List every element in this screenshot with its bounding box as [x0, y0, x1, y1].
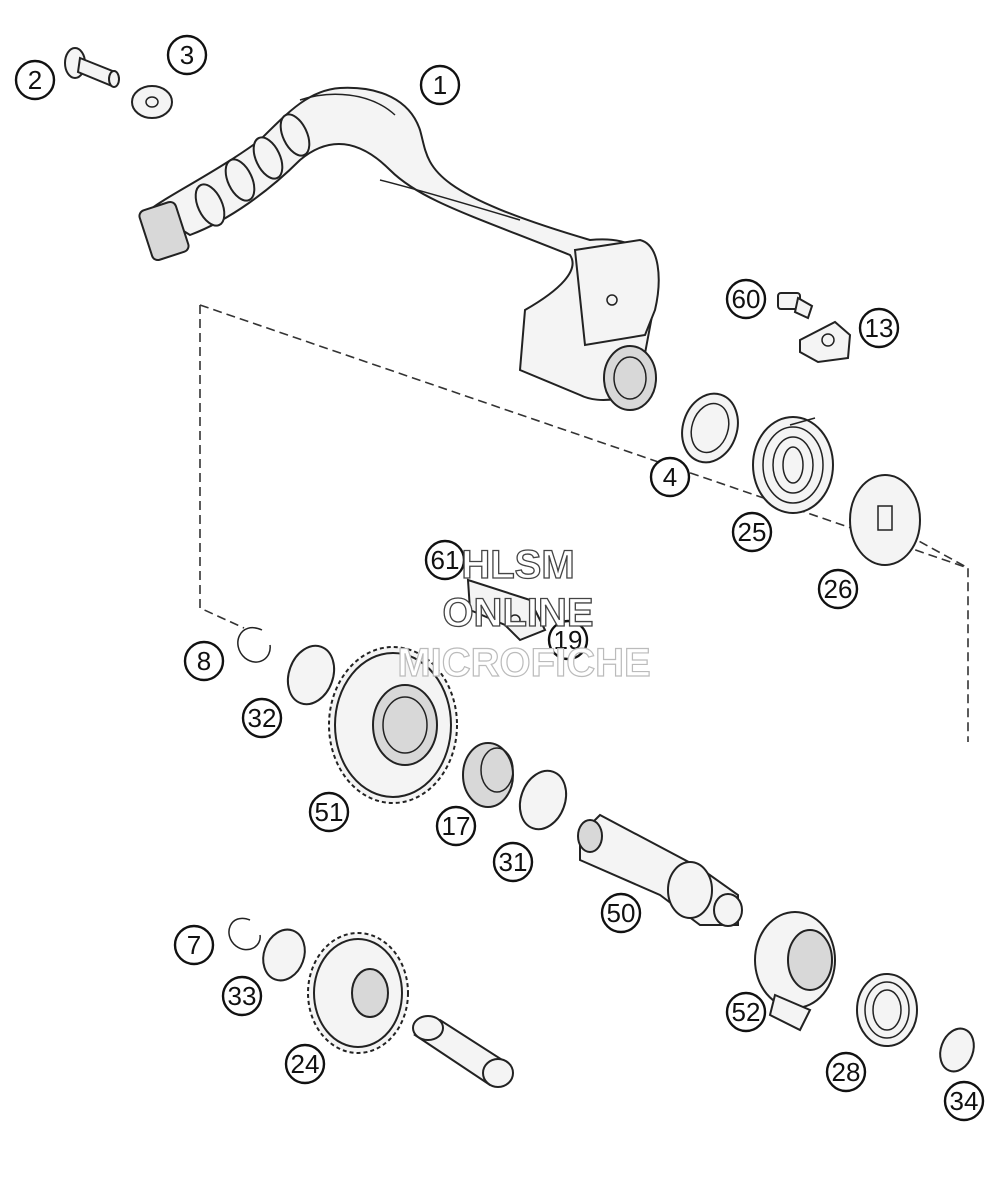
circlip-part-8 [237, 627, 271, 663]
svg-text:17: 17 [442, 811, 471, 841]
watermark-line-3: MICROFICHE [397, 641, 650, 685]
callout-33: 33 [221, 975, 263, 1017]
callout-8: 8 [183, 640, 225, 682]
part-number-callouts: 1 2 3 4 60 13 25 26 [14, 34, 985, 1122]
callout-28: 28 [825, 1051, 867, 1093]
svg-text:34: 34 [950, 1086, 979, 1116]
assembly-guide-lines [199, 304, 969, 742]
svg-text:60: 60 [732, 284, 761, 314]
svg-text:4: 4 [663, 462, 677, 492]
bracket-part-13 [799, 320, 852, 364]
disc-part-26 [849, 474, 921, 566]
kick-lever-part [138, 86, 660, 411]
svg-text:7: 7 [187, 930, 201, 960]
callout-34: 34 [943, 1080, 985, 1122]
svg-text:50: 50 [607, 898, 636, 928]
washer-part-3 [131, 85, 173, 119]
ratchet-part-52 [754, 911, 836, 1032]
svg-text:26: 26 [824, 574, 853, 604]
circlip-part-7 [228, 917, 261, 951]
watermark-line-2: ONLINE [442, 591, 593, 635]
gear-part-24 [307, 932, 409, 1054]
callout-60: 60 [725, 278, 767, 320]
callout-13: 13 [858, 307, 900, 349]
callout-2: 2 [14, 59, 56, 101]
callout-7: 7 [173, 924, 215, 966]
svg-text:52: 52 [732, 997, 761, 1027]
large-gear-part-51 [328, 646, 458, 804]
callout-51: 51 [308, 791, 350, 833]
callout-24: 24 [284, 1043, 326, 1085]
svg-text:19: 19 [554, 625, 583, 655]
svg-text:33: 33 [228, 981, 257, 1011]
lever-rubber-grip [194, 113, 311, 227]
svg-text:61: 61 [431, 545, 460, 575]
washer-part-31 [518, 769, 568, 831]
svg-text:2: 2 [28, 65, 42, 95]
watermark-line-1: HLSM [461, 543, 574, 587]
callout-25: 25 [731, 511, 773, 553]
callout-50: 50 [600, 892, 642, 934]
washer-part-33 [262, 928, 306, 982]
callout-19: 19 [547, 619, 589, 661]
washer-part-4 [681, 392, 739, 464]
svg-text:51: 51 [315, 797, 344, 827]
callout-52: 52 [725, 991, 767, 1033]
kick-shaft-part-50 [577, 813, 743, 927]
plate-part-19 [466, 578, 547, 642]
bolt-part-60 [777, 292, 814, 320]
svg-text:1: 1 [433, 70, 447, 100]
callout-17: 17 [435, 805, 477, 847]
pin-part [64, 47, 120, 88]
callout-61: 61 [424, 539, 466, 581]
needle-bearing-part-17 [462, 742, 514, 808]
bushing-part [412, 1015, 514, 1088]
callout-1: 1 [419, 64, 461, 106]
svg-text:24: 24 [291, 1049, 320, 1079]
svg-text:3: 3 [180, 40, 194, 70]
callout-26: 26 [817, 568, 859, 610]
callout-3: 3 [166, 34, 208, 76]
svg-text:25: 25 [738, 517, 767, 547]
svg-text:31: 31 [499, 847, 528, 877]
kick-spring-part-25 [752, 416, 834, 514]
callout-31: 31 [492, 841, 534, 883]
callout-4: 4 [649, 456, 691, 498]
washer-part-34 [939, 1027, 975, 1073]
callout-32: 32 [241, 697, 283, 739]
svg-text:8: 8 [197, 646, 211, 676]
svg-text:13: 13 [865, 313, 894, 343]
svg-text:28: 28 [832, 1057, 861, 1087]
washer-part-32 [286, 644, 336, 706]
svg-text:32: 32 [248, 703, 277, 733]
spring-part-28 [856, 973, 918, 1047]
watermark: HLSM ONLINE MICROFICHE [397, 542, 652, 685]
